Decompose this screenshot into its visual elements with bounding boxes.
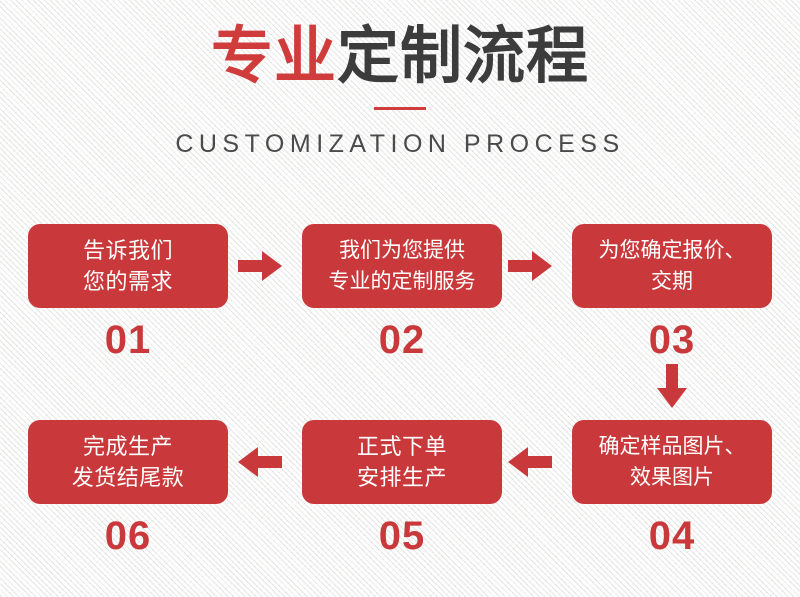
- process-step-02[interactable]: 我们为您提供 专业的定制服务: [302, 224, 502, 308]
- step-number-02: 02: [378, 318, 426, 362]
- page-title-highlight: 专业: [210, 22, 337, 91]
- arrow-down-icon-03-to-04: [655, 364, 689, 408]
- step-04-line-1: 确定样品图片、: [598, 435, 746, 458]
- step-04-line-2: 效果图片: [630, 466, 714, 489]
- arrow-left-icon-04-to-05: [508, 445, 552, 479]
- step-01-line-2: 您的需求: [82, 269, 173, 294]
- title-divider: [374, 107, 426, 111]
- page-title-rest: 定制流程: [337, 22, 590, 91]
- step-number-04: 04: [648, 514, 696, 558]
- step-number-03: 03: [648, 318, 696, 362]
- step-number-05: 05: [378, 514, 426, 558]
- step-01-line-1: 告诉我们: [82, 238, 173, 263]
- step-02-line-2: 专业的定制服务: [328, 270, 476, 293]
- arrow-right-icon-01-to-02: [238, 249, 282, 283]
- step-06-line-1: 完成生产: [82, 434, 173, 459]
- step-03-line-1: 为您确定报价、: [598, 239, 746, 262]
- process-step-06[interactable]: 完成生产 发货结尾款: [28, 420, 228, 504]
- arrow-left-icon-05-to-06: [238, 445, 282, 479]
- header: 专业定制流程 CUSTOMIZATION PROCESS: [0, 0, 800, 159]
- step-05-line-2: 安排生产: [356, 465, 447, 490]
- page-title: 专业定制流程: [0, 0, 800, 89]
- process-step-01[interactable]: 告诉我们 您的需求: [28, 224, 228, 308]
- step-05-line-1: 正式下单: [356, 434, 447, 459]
- arrow-right-icon-02-to-03: [508, 249, 552, 283]
- process-step-05[interactable]: 正式下单 安排生产: [302, 420, 502, 504]
- step-number-06: 06: [104, 514, 152, 558]
- step-06-line-2: 发货结尾款: [71, 465, 185, 490]
- page-subtitle: CUSTOMIZATION PROCESS: [175, 130, 625, 159]
- process-step-03[interactable]: 为您确定报价、 交期: [572, 224, 772, 308]
- step-02-line-1: 我们为您提供: [339, 239, 465, 262]
- step-number-01: 01: [104, 318, 152, 362]
- step-03-line-2: 交期: [651, 270, 693, 293]
- process-step-04[interactable]: 确定样品图片、 效果图片: [572, 420, 772, 504]
